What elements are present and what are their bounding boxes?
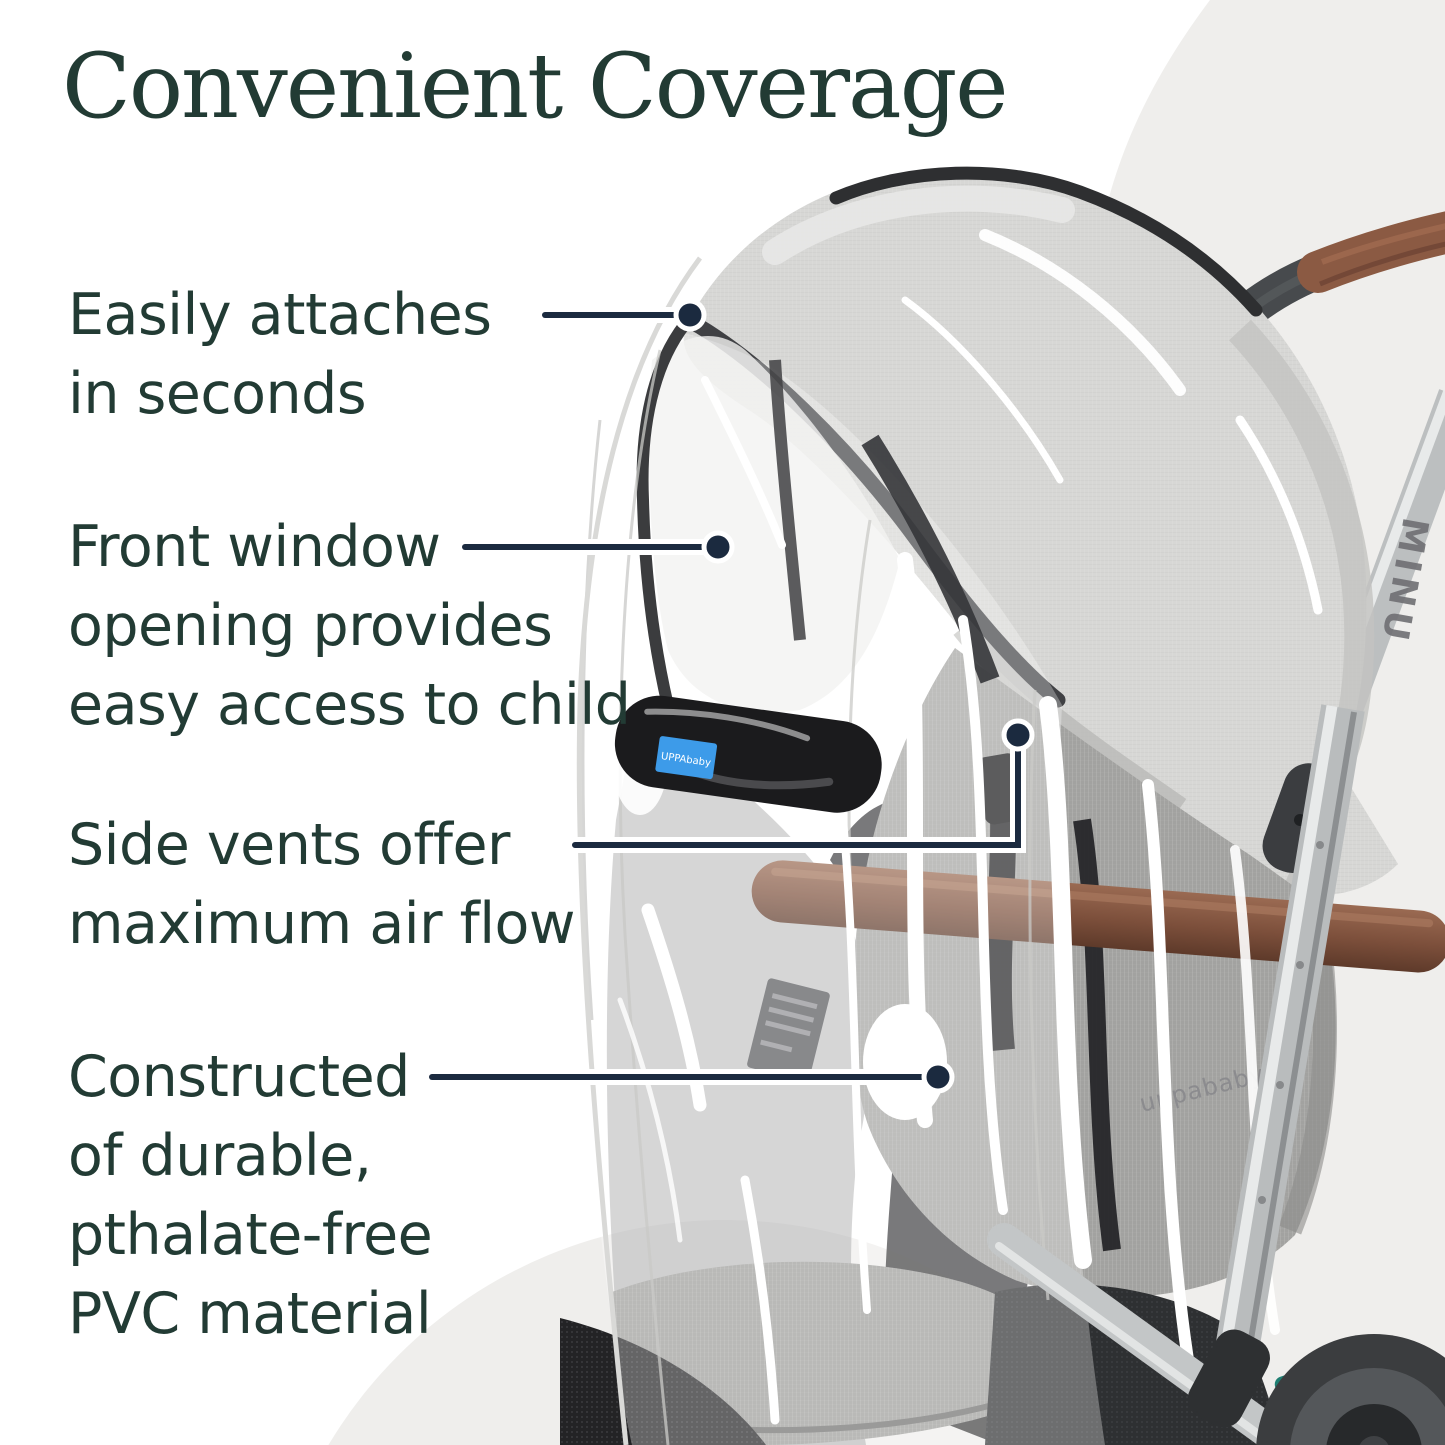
callout-line-text: opening provides (68, 593, 553, 659)
callout-line-vents (572, 734, 1021, 848)
callout-line-text: easy access to child (68, 672, 631, 738)
brand-label (655, 736, 718, 780)
stroller-frame (987, 704, 1445, 1445)
callout-dot-attach (673, 298, 707, 332)
callout-line-text: PVC material (68, 1281, 432, 1347)
callout-line-text: pthalate-free (68, 1202, 433, 1268)
callout-easily-attaches: Easily attaches in seconds (68, 276, 492, 434)
callout-dot-window (701, 530, 735, 564)
callout-line-text: of durable, (68, 1123, 372, 1189)
callout-line-text: maximum air flow (68, 891, 576, 957)
callout-front-window: Front window opening provides easy acces… (68, 508, 631, 745)
wheel-joint (1187, 1329, 1270, 1428)
canopy-top-piping (829, 166, 1263, 317)
callout-line-text: Side vents offer (68, 812, 511, 878)
callout-dot-material (921, 1060, 955, 1094)
bumper-bar (751, 860, 1445, 973)
shield-left-edge (576, 256, 703, 1445)
callout-connectors (424, 298, 1035, 1094)
plastic-wrinkles (581, 349, 1050, 1445)
canopy: MINU (683, 166, 1436, 896)
callout-line-text: Easily attaches (68, 282, 492, 348)
callout-side-vents: Side vents offer maximum air flow (68, 806, 576, 964)
harness-strap (1073, 818, 1121, 1252)
callout-line-text: Front window (68, 514, 441, 580)
handle-leather-grip (1297, 211, 1445, 293)
seat-area: uppababy (560, 648, 1445, 1445)
front-window-flap: UPPAbaby (614, 695, 882, 813)
window-frame-trim (636, 312, 696, 712)
callout-line-text: in seconds (68, 361, 367, 427)
callout-line-text: Constructed (68, 1044, 410, 1110)
page-title: Convenient Coverage (62, 34, 1009, 139)
frame-rivets (1258, 841, 1324, 1204)
rear-wheel (1256, 1334, 1445, 1445)
callout-dot-vents (1001, 718, 1035, 752)
rear-leg-tube (1208, 704, 1365, 1396)
callout-material: Constructed of durable, pthalate-free PV… (68, 1038, 433, 1354)
warning-label (747, 978, 830, 1082)
rain-shield: UPPAbaby (570, 229, 1323, 1445)
